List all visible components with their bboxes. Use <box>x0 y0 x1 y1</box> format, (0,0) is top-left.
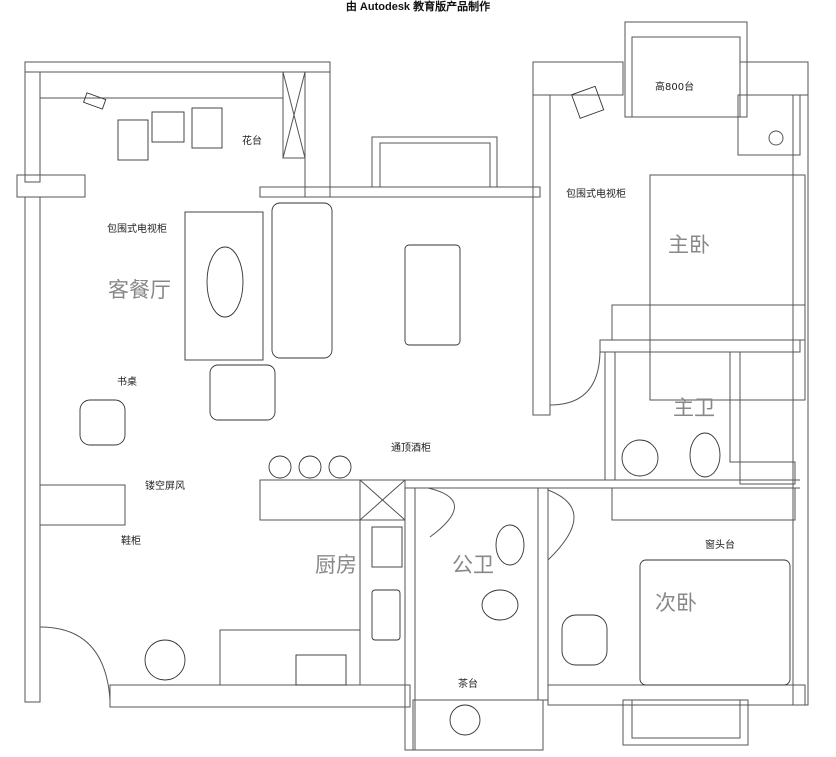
room-label-kitchen: 厨房 <box>315 553 357 577</box>
wardrobe-master <box>611 304 806 341</box>
entry-door-swing <box>39 626 111 701</box>
kitchen-sink <box>371 589 401 641</box>
label-hollow-screen: 镂空屏风 <box>145 479 185 492</box>
label-wine-cabinet: 通顶酒柜 <box>391 441 431 454</box>
watermark-text: 由 Autodesk 教育版产品制作 <box>346 0 490 13</box>
sofa <box>271 202 333 359</box>
second-bedroom-door <box>547 489 575 561</box>
stove <box>295 654 347 686</box>
label-counter-800: 高800台 <box>655 80 694 93</box>
room-label-second-bedroom: 次卧 <box>655 591 697 615</box>
room-label-master-bath: 主卫 <box>673 396 715 420</box>
wall-bath-bedroom <box>537 487 549 701</box>
master-bath-door <box>549 349 601 406</box>
cabinet-flower <box>282 71 306 159</box>
toilet-master <box>689 432 721 478</box>
label-tea-table: 茶台 <box>458 677 478 690</box>
basin <box>495 524 525 566</box>
wall-bottom-right <box>547 684 806 706</box>
chair-master <box>571 85 605 119</box>
room-label-public-bath: 公卫 <box>452 553 494 577</box>
wall-left-upper <box>24 71 41 183</box>
label-shoe-cabinet: 鞋柜 <box>121 534 141 547</box>
public-bath-door <box>427 487 455 538</box>
bed-frame-master <box>649 174 806 401</box>
wall-living-top <box>259 186 541 198</box>
room-label-master-bedroom: 主卧 <box>668 233 710 257</box>
wall-flower-right <box>304 71 331 198</box>
basin-master <box>621 439 659 477</box>
wall-bottom-left <box>109 684 411 708</box>
label-window-sill: 窗头台 <box>705 538 735 551</box>
lounge-chair <box>117 119 149 161</box>
counter-800 <box>737 94 801 156</box>
label-tv-cabinet-bedroom: 包围式电视柜 <box>566 187 626 200</box>
kitchen-counter <box>359 519 406 686</box>
bed-second <box>639 559 791 686</box>
label-desk: 书桌 <box>117 375 137 388</box>
toilet-public <box>481 589 519 621</box>
column-left <box>16 174 86 198</box>
wall-left <box>24 196 41 703</box>
rug <box>184 211 264 361</box>
kitchen-counter-bottom <box>219 629 361 686</box>
wardrobe-second <box>611 487 796 521</box>
furniture <box>79 85 791 736</box>
room-label-living: 客餐厅 <box>108 278 171 302</box>
chair-second <box>561 614 608 666</box>
armchair <box>209 364 276 421</box>
wall-mid-vertical <box>532 94 551 416</box>
bar-counter <box>259 479 361 521</box>
wall-master-bath <box>604 351 616 481</box>
plant <box>144 639 186 681</box>
lounge-chair-2 <box>191 107 223 149</box>
shoe-cabinet <box>39 484 126 526</box>
balcony-top <box>624 21 748 118</box>
tea-table <box>449 704 481 736</box>
balcony-small <box>371 136 498 188</box>
fridge <box>371 526 403 568</box>
side-table <box>151 111 185 143</box>
wall-top-left <box>24 61 331 73</box>
coffee-table <box>206 246 244 318</box>
dining-table <box>404 244 461 346</box>
label-flower-stand: 花台 <box>242 134 262 147</box>
label-tv-cabinet-living: 包围式电视柜 <box>107 222 167 235</box>
wall-top-right-b <box>739 61 809 96</box>
desk-chair <box>79 399 126 446</box>
balcony-bath <box>412 699 544 751</box>
wall-top-right-a <box>532 61 624 96</box>
